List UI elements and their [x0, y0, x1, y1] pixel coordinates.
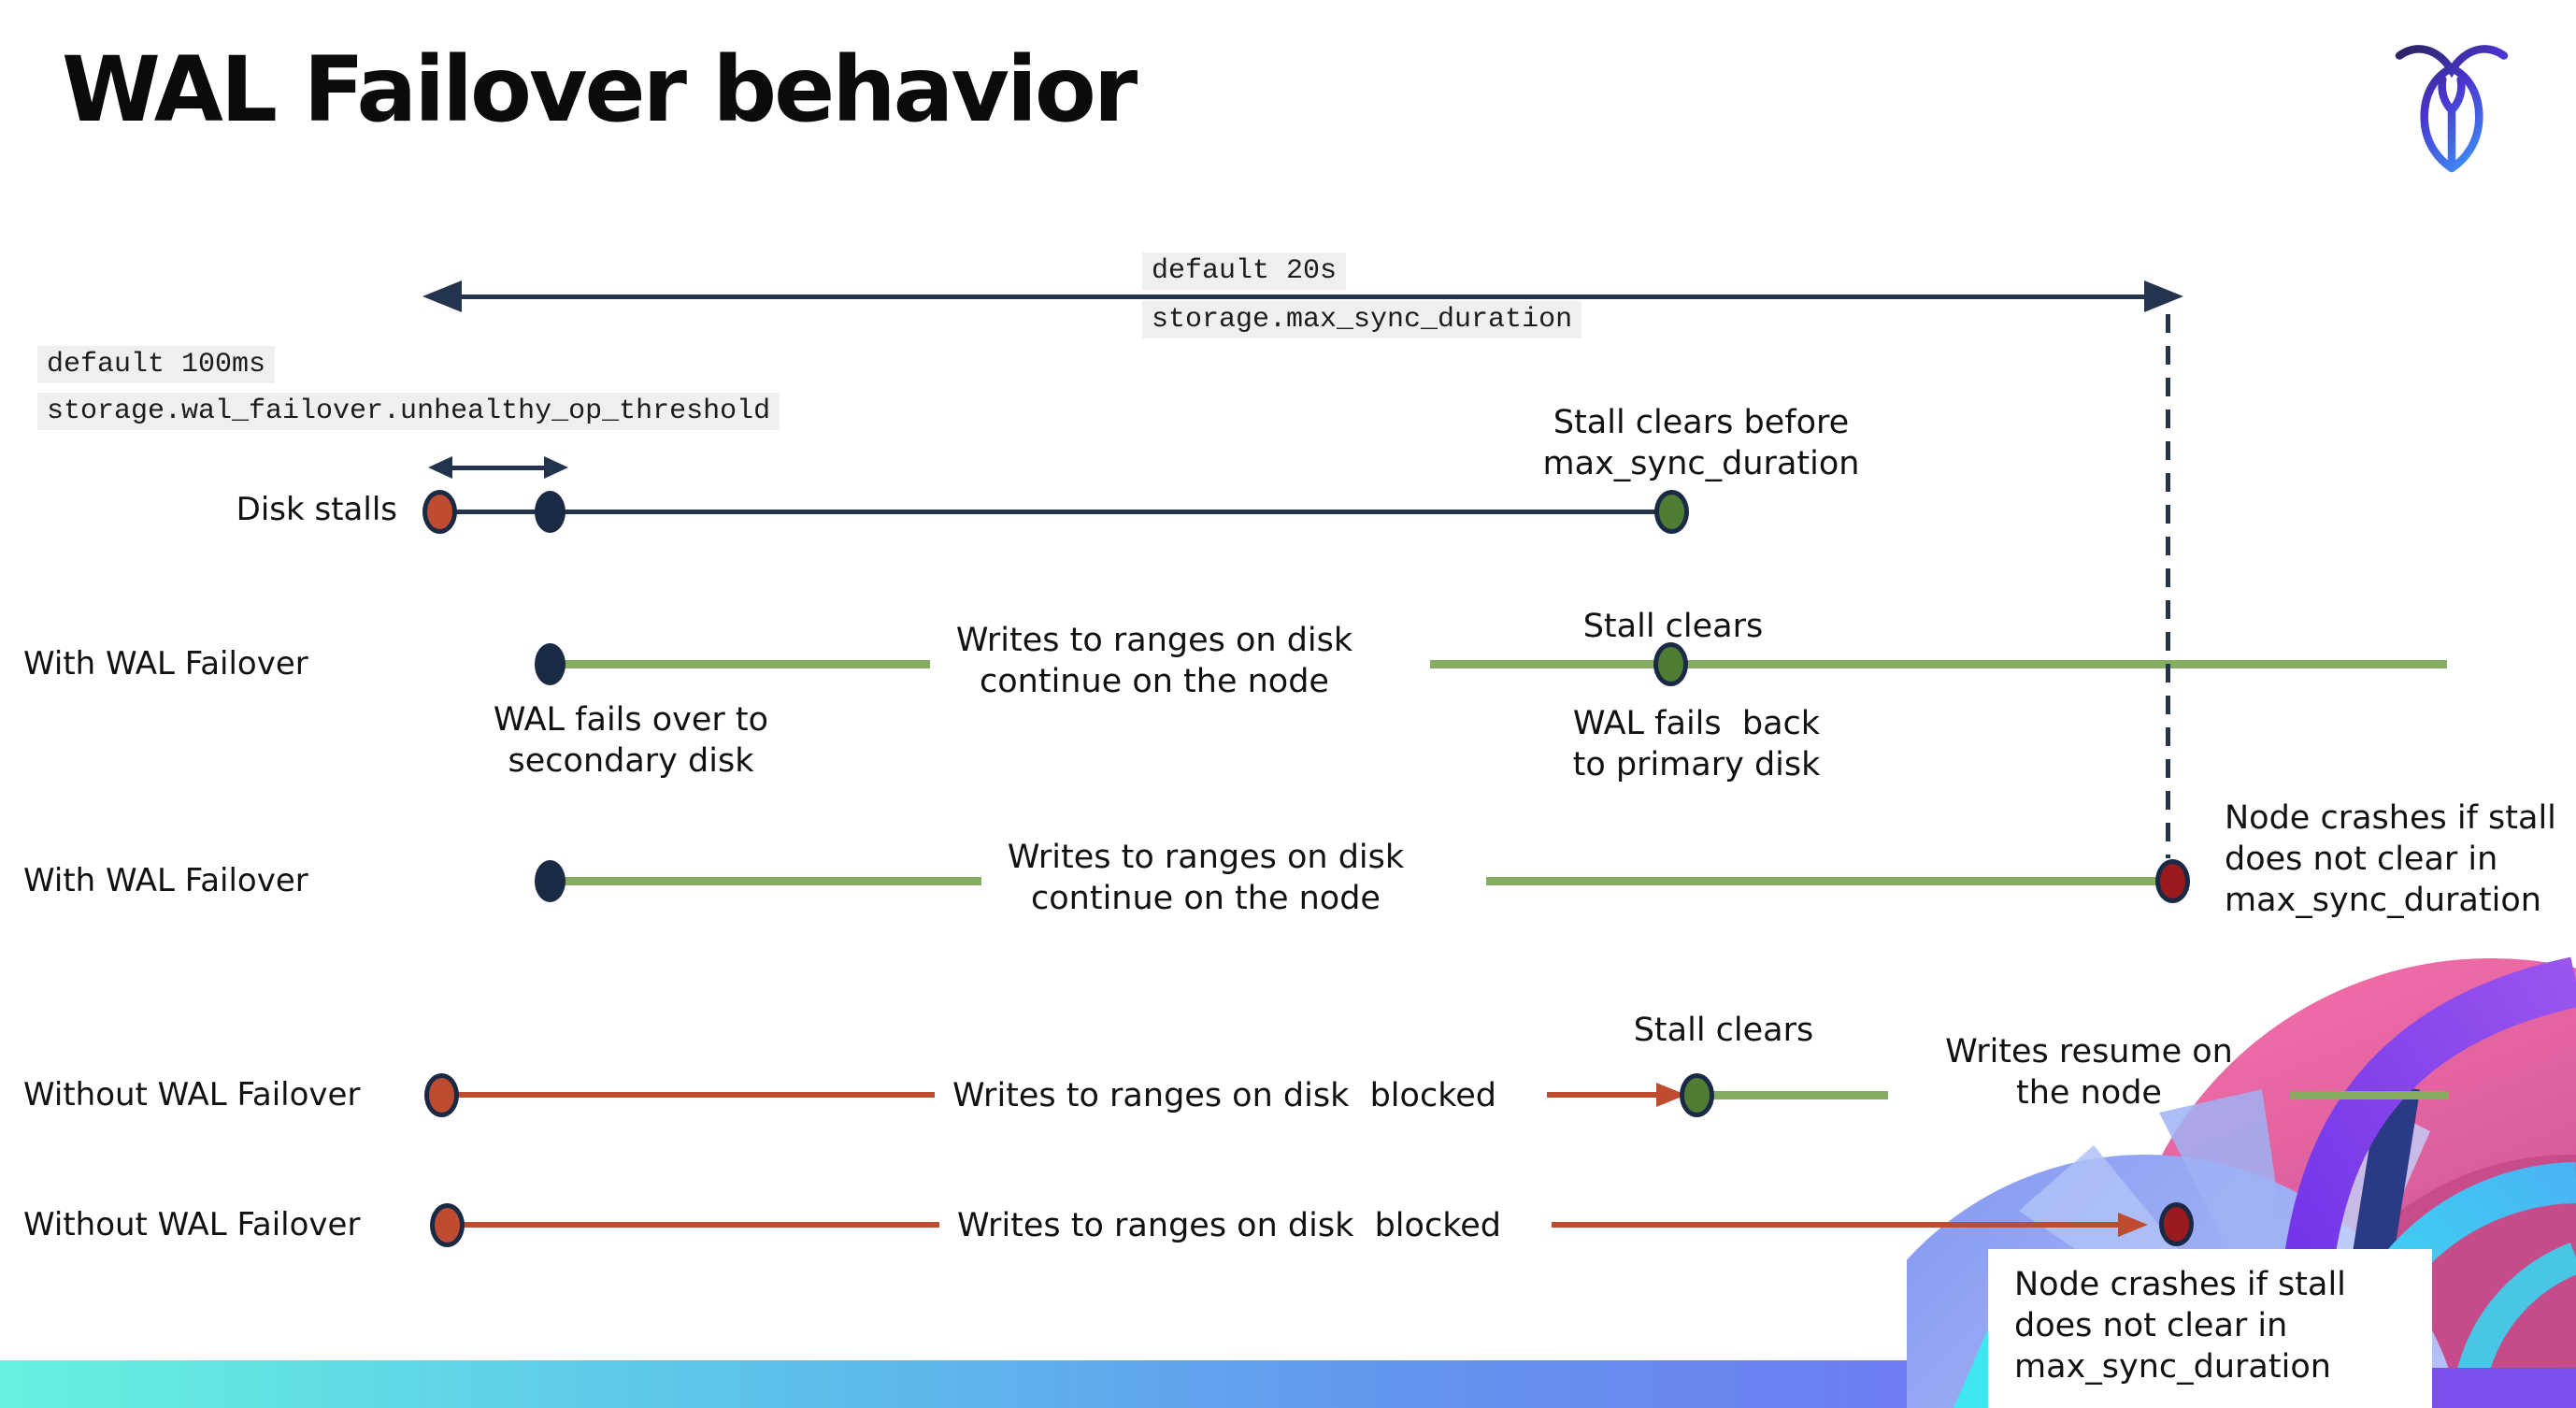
- stall-start-dot-3: [430, 1203, 465, 1247]
- crash-note-background: [1988, 1249, 2432, 1408]
- stall-start-dot: [422, 490, 457, 534]
- writes-resume-line-a: [1696, 1091, 1888, 1099]
- row-label-disk-stalls: Disk stalls: [236, 491, 397, 528]
- writes-blocked-note-2: Writes to ranges on disk blocked: [957, 1207, 1501, 1244]
- row-label-with-wal-failover-2: With WAL Failover: [23, 862, 308, 899]
- failover-dot: [535, 643, 565, 685]
- max-sync-duration-arrow-line: [449, 295, 2161, 299]
- max-sync-setting-label: storage.max_sync_duration: [1142, 301, 1582, 338]
- stall-clears-before-note: Stall clears before max_sync_duration: [1542, 404, 1860, 482]
- node-crash-dot-2: [2159, 1202, 2194, 1246]
- small-arrow-right-icon: [544, 456, 568, 479]
- stall-start-dot-2: [424, 1073, 459, 1117]
- writes-continue-line-a: [550, 660, 930, 668]
- max-sync-boundary-dashed-line: [2166, 314, 2170, 858]
- writes-continue2-line-b: [1486, 877, 2172, 885]
- small-arrow-left-icon: [428, 456, 452, 479]
- wal-failover-note: WAL fails over to secondary disk: [493, 701, 769, 780]
- failback-dot: [1653, 642, 1688, 686]
- failover-dot-2: [535, 860, 565, 902]
- failover-trigger-dot: [535, 491, 565, 533]
- stall-clears-note-1: Stall clears: [1582, 608, 1764, 645]
- disk-stall-timeline: [439, 510, 1671, 514]
- stall-clear-dot-2: [1680, 1073, 1714, 1117]
- red-arrow-icon-2: [2118, 1213, 2148, 1237]
- writes-blocked2-line-a: [447, 1222, 939, 1228]
- cockroachdb-logo-icon: [2395, 45, 2509, 173]
- row-label-without-wal-failover-1: Without WAL Failover: [23, 1076, 361, 1113]
- stall-clears-note-2: Stall clears: [1633, 1012, 1814, 1049]
- max-sync-default-label: default 20s: [1142, 252, 1347, 290]
- writes-blocked-line-a: [441, 1092, 935, 1098]
- arrow-right-icon: [2144, 280, 2183, 312]
- writes-resume-line-b: [2290, 1091, 2449, 1099]
- writes-resume-note: Writes resume on the node: [1945, 1033, 2233, 1112]
- node-crash-note-1: Node crashes if stall does not clear in …: [2225, 799, 2556, 919]
- writes-continue2-line-a: [550, 877, 981, 885]
- row-label-without-wal-failover-2: Without WAL Failover: [23, 1206, 361, 1243]
- writes-blocked-line-b: [1547, 1092, 1667, 1098]
- node-crash-dot-1: [2155, 859, 2190, 903]
- writes-continue-note-2: Writes to ranges on disk continue on the…: [1007, 839, 1405, 917]
- writes-continue-line-b: [1430, 660, 2447, 668]
- wal-failback-note: WAL fails back to primary disk: [1572, 705, 1821, 783]
- writes-blocked2-line-b: [1552, 1222, 2127, 1228]
- writes-continue-note-1: Writes to ranges on disk continue on the…: [955, 622, 1353, 700]
- unhealthy-op-arrow-line: [447, 466, 546, 470]
- node-crash-note-2: Node crashes if stall does not clear in …: [2014, 1266, 2346, 1386]
- unhealthy-op-default-label: default 100ms: [37, 346, 276, 383]
- page-title: WAL Failover behavior: [62, 37, 1138, 142]
- arrow-left-icon: [422, 280, 462, 312]
- writes-blocked-note-1: Writes to ranges on disk blocked: [952, 1077, 1496, 1114]
- unhealthy-op-setting-label: storage.wal_failover.unhealthy_op_thresh…: [37, 393, 780, 430]
- row-label-with-wal-failover-1: With WAL Failover: [23, 645, 308, 682]
- stall-clear-dot: [1654, 490, 1689, 534]
